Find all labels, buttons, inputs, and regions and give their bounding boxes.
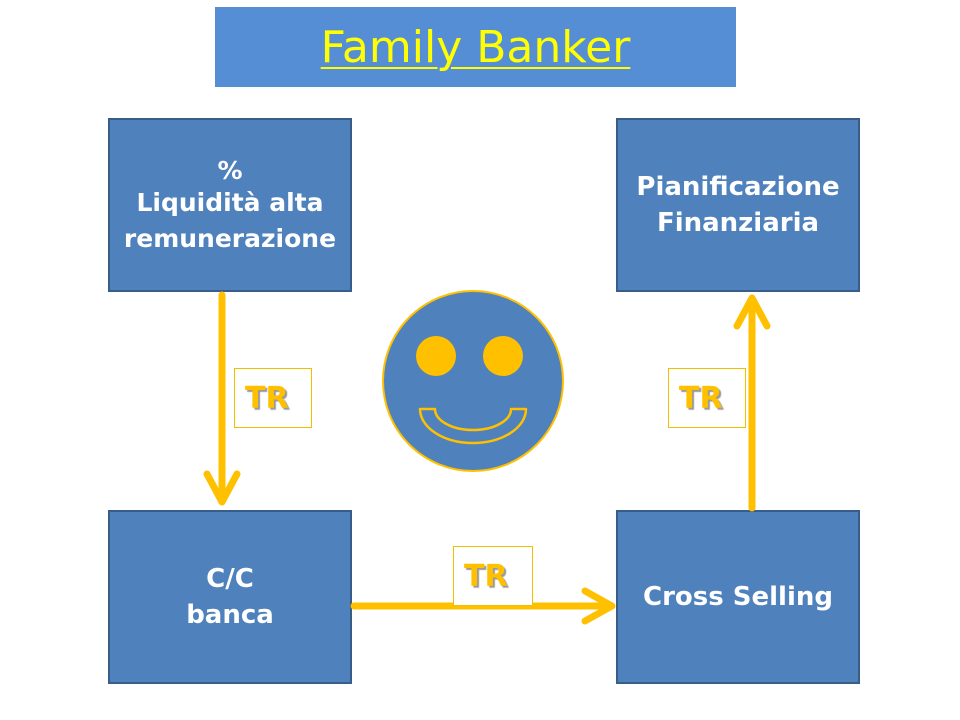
- box-conto-corrente-line2: banca: [186, 600, 274, 630]
- tr-label-right-text: TR: [679, 381, 723, 416]
- page-title: Family Banker: [320, 21, 631, 73]
- box-conto-corrente: C/C banca: [108, 510, 352, 684]
- box-pianificazione-line2: Finanziaria: [656, 208, 820, 238]
- box-liquidita: % Liquidità alta remunerazione: [108, 118, 352, 292]
- tr-label-left: TR: [234, 368, 312, 428]
- arrow-up-right: [733, 294, 771, 512]
- box-liquidita-line2: Liquidità alta: [136, 188, 324, 217]
- title-banner: Family Banker: [215, 7, 736, 87]
- box-conto-corrente-line1: C/C: [206, 564, 254, 594]
- smiley-face-icon: [382, 290, 564, 472]
- box-liquidita-line3: remunerazione: [123, 224, 337, 253]
- box-cross-selling: Cross Selling: [616, 510, 860, 684]
- tr-label-bottom: TR: [453, 546, 533, 606]
- box-pianificazione: Pianificazione Finanziaria: [616, 118, 860, 292]
- tr-label-right: TR: [668, 368, 746, 428]
- arrow-right-bottom: [350, 587, 616, 625]
- arrow-down-left: [203, 291, 241, 506]
- tr-label-left-text: TR: [245, 381, 289, 416]
- tr-label-bottom-text: TR: [464, 559, 508, 594]
- box-cross-selling-line1: Cross Selling: [643, 582, 833, 612]
- box-liquidita-line1: %: [217, 156, 243, 185]
- box-pianificazione-line1: Pianificazione: [636, 172, 840, 202]
